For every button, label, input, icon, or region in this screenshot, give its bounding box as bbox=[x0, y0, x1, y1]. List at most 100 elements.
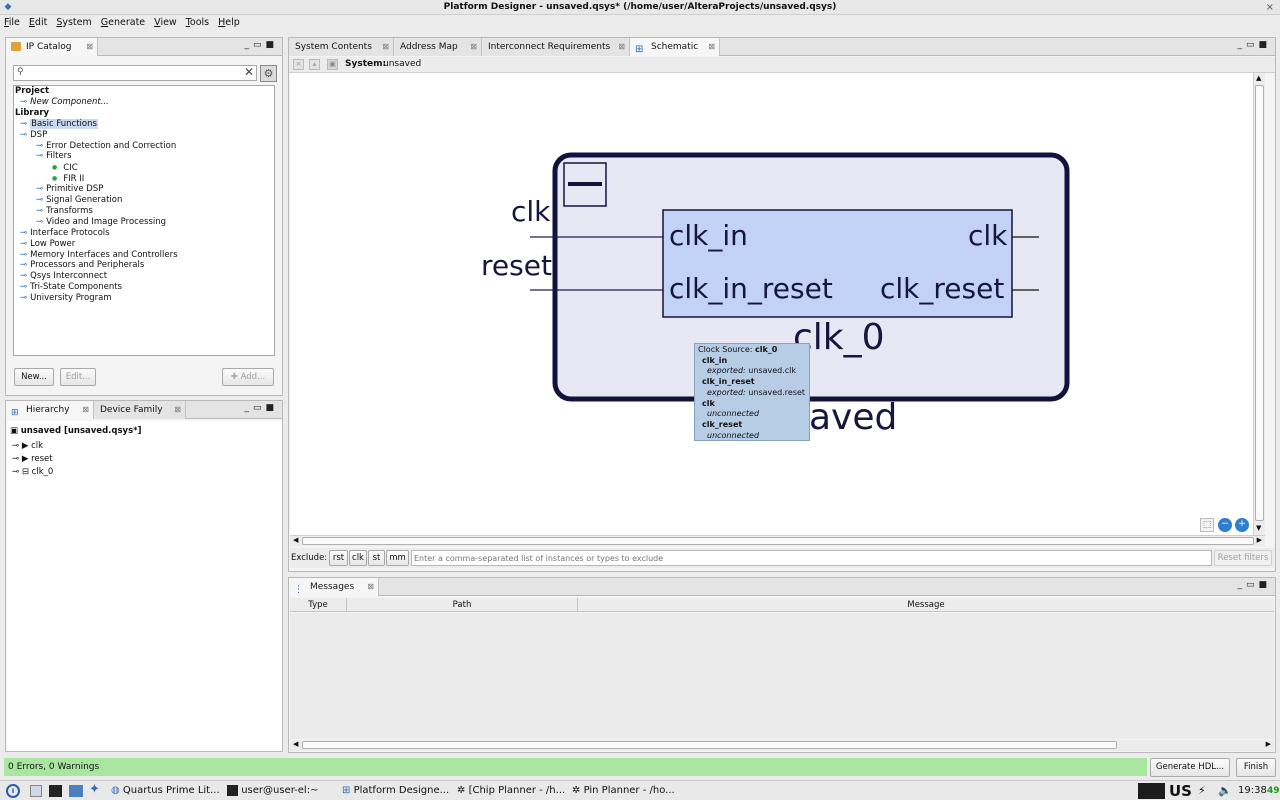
show-desktop-icon[interactable] bbox=[30, 785, 42, 797]
menu-tools[interactable]: Tools bbox=[185, 17, 210, 28]
messages-hscroll-thumb[interactable] bbox=[302, 741, 1117, 749]
file-manager-icon[interactable] bbox=[69, 785, 83, 797]
catalog-search-input[interactable]: ⚲ ✕ bbox=[13, 65, 257, 81]
menu-view[interactable]: View bbox=[154, 17, 177, 28]
filter-st-button[interactable]: st bbox=[368, 550, 385, 566]
close-tab-icon[interactable]: ⊠ bbox=[82, 405, 89, 414]
tab-interconnect-requirements[interactable]: Interconnect Requirements⊠ bbox=[482, 38, 630, 56]
start-menu-icon[interactable]: ı bbox=[6, 784, 20, 798]
catalog-tree-item[interactable]: ⊸Signal Generation bbox=[36, 195, 122, 206]
panel-window-controls[interactable]: _▭■ bbox=[244, 40, 278, 50]
catalog-tree-item[interactable]: ⊸Transforms bbox=[36, 206, 93, 217]
terminal-launcher-icon[interactable] bbox=[49, 785, 62, 797]
messages-hscrollbar[interactable]: ◀ ▶ bbox=[290, 740, 1274, 751]
hierarchy-item[interactable]: ⊸ ▶ reset bbox=[12, 454, 53, 465]
browser-launcher-icon[interactable]: ✦ bbox=[89, 782, 100, 797]
filter-clk-button[interactable]: clk bbox=[349, 550, 367, 566]
column-type[interactable]: Type bbox=[290, 598, 347, 612]
scroll-right-icon[interactable]: ▶ bbox=[1265, 740, 1271, 748]
tab-address-map[interactable]: Address Map⊠ bbox=[394, 38, 482, 56]
catalog-tree-item[interactable]: ⊸DSP bbox=[20, 130, 47, 141]
catalog-tree-item[interactable]: ⊸Basic Functions bbox=[20, 118, 98, 130]
zoom-in-icon[interactable]: + bbox=[1235, 518, 1249, 532]
edit-component-button[interactable]: Edit... bbox=[60, 368, 96, 386]
close-tab-icon[interactable]: ⊠ bbox=[470, 42, 477, 51]
exclude-filter-input[interactable] bbox=[411, 550, 1212, 566]
collapse-box[interactable] bbox=[563, 162, 607, 207]
filter-rst-button[interactable]: rst bbox=[329, 550, 348, 566]
close-tab-icon[interactable]: ⊠ bbox=[367, 582, 374, 591]
catalog-tree-item[interactable]: ⊸Processors and Peripherals bbox=[20, 260, 144, 271]
menu-help[interactable]: Help bbox=[218, 17, 240, 28]
scroll-left-icon[interactable]: ◀ bbox=[293, 536, 299, 544]
finish-button[interactable]: Finish bbox=[1236, 758, 1276, 777]
menu-edit[interactable]: Edit bbox=[28, 17, 48, 28]
taskbar-item-platform-designer[interactable]: ⊞ Platform Designe... bbox=[342, 782, 449, 800]
tab-schematic[interactable]: ⊞Schematic⊠ bbox=[630, 38, 720, 56]
catalog-tree-item[interactable]: ⊸Primitive DSP bbox=[36, 184, 103, 195]
hierarchy-item[interactable]: ⊸ ▶ clk bbox=[12, 441, 43, 452]
network-icon[interactable]: ⚡ bbox=[1198, 784, 1206, 797]
close-tab-icon[interactable]: ⊠ bbox=[86, 42, 93, 51]
hierarchy-root[interactable]: ▣ unsaved [unsaved.qsys*] bbox=[10, 426, 141, 437]
clk-0-block[interactable] bbox=[662, 209, 1013, 318]
vscroll-thumb[interactable] bbox=[1255, 85, 1264, 521]
catalog-tree-item[interactable]: ⊸Interface Protocols bbox=[20, 228, 110, 239]
menu-file[interactable]: File bbox=[4, 17, 20, 28]
taskbar-item-terminal[interactable]: user@user-el:~ bbox=[227, 782, 318, 800]
clock[interactable]: 19:38 bbox=[1238, 785, 1267, 796]
catalog-tree-item[interactable]: Library bbox=[15, 108, 49, 119]
menu-system[interactable]: System bbox=[56, 17, 92, 28]
close-tab-icon[interactable]: ⊠ bbox=[174, 405, 181, 414]
close-window-icon[interactable]: × bbox=[1265, 2, 1274, 13]
clear-search-icon[interactable]: ✕ bbox=[243, 65, 254, 79]
reset-filters-button[interactable]: Reset filters bbox=[1214, 550, 1272, 566]
close-tab-icon[interactable]: ⊠ bbox=[382, 42, 389, 51]
tab-messages[interactable]: ⋮ Messages ⊠ bbox=[289, 578, 379, 596]
schematic-canvas[interactable]: clk reset clk_in clk_in_reset clk clk_re… bbox=[290, 73, 1253, 535]
column-path[interactable]: Path bbox=[347, 598, 578, 612]
taskbar-item-chip-planner[interactable]: ✲ [Chip Planner - /h... bbox=[457, 782, 565, 800]
panel-window-controls[interactable]: _▭■ bbox=[1237, 580, 1271, 590]
tab-system-contents[interactable]: System Contents⊠ bbox=[289, 38, 394, 56]
scroll-right-icon[interactable]: ▶ bbox=[1256, 536, 1262, 544]
scroll-up-icon[interactable]: ▲ bbox=[1256, 74, 1262, 82]
tab-hierarchy[interactable]: ⊞ Hierarchy ⊠ bbox=[6, 401, 94, 419]
catalog-tree-item[interactable]: Project bbox=[15, 86, 49, 97]
taskbar-item-quartus[interactable]: ◍ Quartus Prime Lit... bbox=[111, 782, 220, 800]
scroll-down-icon[interactable]: ▼ bbox=[1256, 524, 1262, 532]
column-message[interactable]: Message bbox=[907, 600, 945, 610]
tab-device-family[interactable]: Device Family ⊠ bbox=[94, 401, 186, 419]
close-tab-icon[interactable]: ⊠ bbox=[618, 42, 625, 51]
menu-generate[interactable]: Generate bbox=[100, 17, 146, 28]
panel-window-controls[interactable]: _▭■ bbox=[244, 403, 278, 413]
hscroll-thumb[interactable] bbox=[302, 537, 1254, 545]
generate-hdl-button[interactable]: Generate HDL... bbox=[1150, 758, 1230, 777]
scroll-left-icon[interactable]: ◀ bbox=[293, 740, 299, 748]
schematic-vscrollbar[interactable]: ▲ ▼ bbox=[1253, 73, 1265, 535]
catalog-settings-icon[interactable]: ⚙ bbox=[260, 65, 277, 82]
catalog-tree-item[interactable]: ⊸Memory Interfaces and Controllers bbox=[20, 250, 178, 261]
new-component-button[interactable]: New... bbox=[14, 368, 54, 386]
nav-back-icon[interactable]: × bbox=[293, 59, 304, 70]
catalog-tree-item[interactable]: ●FIR II bbox=[52, 173, 84, 185]
catalog-tree-item[interactable]: ⊸Qsys Interconnect bbox=[20, 271, 107, 282]
schematic-hscrollbar[interactable]: ◀ ▶ bbox=[290, 535, 1265, 546]
add-component-button[interactable]: ✚ Add... bbox=[222, 368, 274, 386]
catalog-tree-item[interactable]: ●CIC bbox=[52, 162, 78, 174]
tab-ip-catalog[interactable]: IP Catalog ⊠ bbox=[6, 38, 98, 56]
filter-mm-button[interactable]: mm bbox=[386, 550, 409, 566]
volume-icon[interactable]: 🔈 bbox=[1218, 784, 1232, 797]
hierarchy-item[interactable]: ⊸ ⊟ clk_0 bbox=[12, 467, 53, 478]
catalog-tree-item[interactable]: ⊸Tri-State Components bbox=[20, 282, 122, 293]
catalog-tree-item[interactable]: ⊸University Program bbox=[20, 293, 112, 304]
catalog-tree-item[interactable]: ⊸Video and Image Processing bbox=[36, 217, 166, 228]
taskbar-item-pin-planner[interactable]: ✲ Pin Planner - /ho... bbox=[572, 782, 675, 800]
export-pdf-icon[interactable]: ⬚ bbox=[1200, 518, 1214, 532]
catalog-tree-item[interactable]: ⊸Low Power bbox=[20, 239, 75, 250]
close-tab-icon[interactable]: ⊠ bbox=[708, 42, 715, 51]
panel-window-controls[interactable]: _▭■ bbox=[1237, 40, 1271, 50]
zoom-out-icon[interactable]: − bbox=[1218, 518, 1232, 532]
nav-up-icon[interactable]: ▴ bbox=[309, 59, 320, 70]
keyboard-layout-indicator[interactable]: US bbox=[1169, 782, 1192, 800]
